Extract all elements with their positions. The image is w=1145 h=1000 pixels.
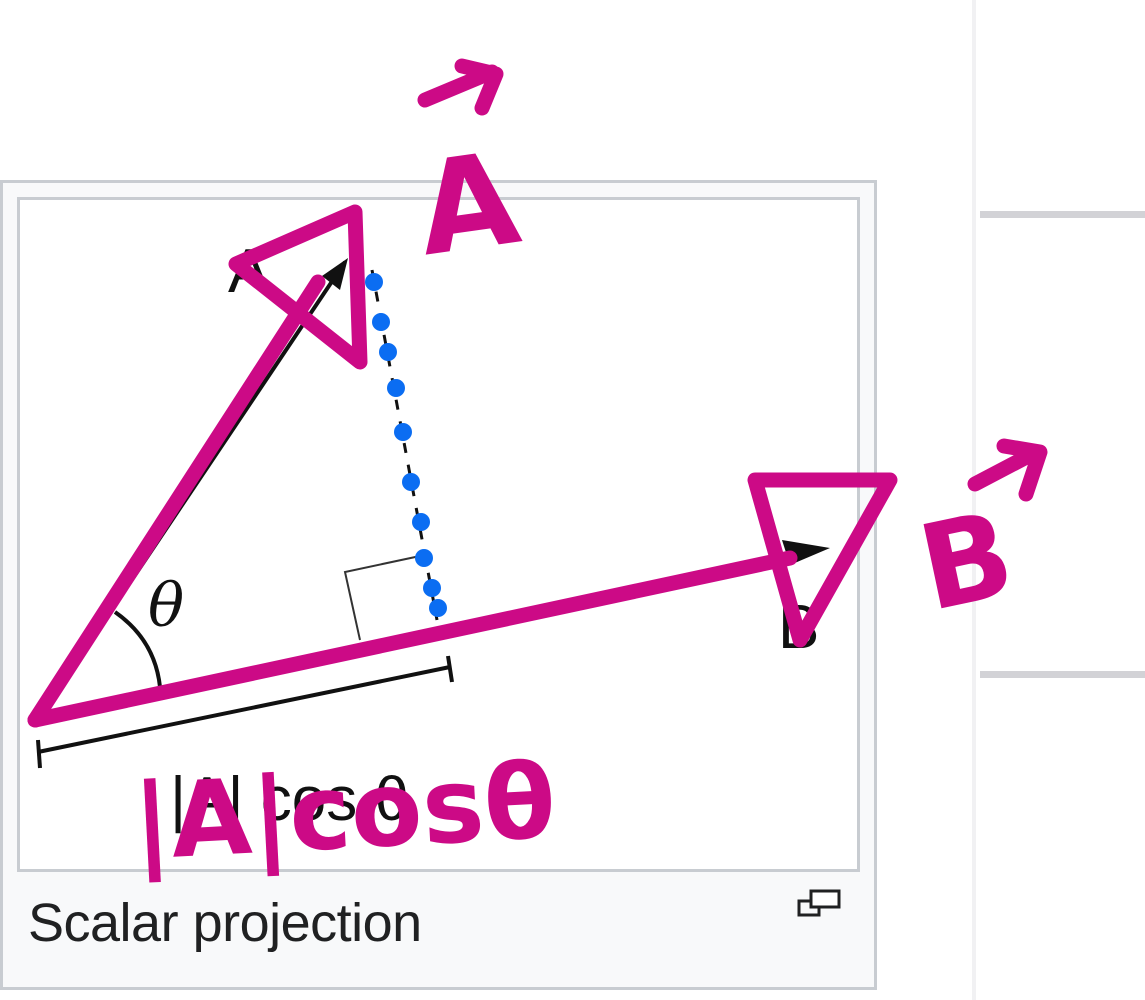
annotation-vector-a (27, 274, 326, 728)
annotation-label-a: A (409, 124, 528, 285)
magnify-clip-icon[interactable] (797, 887, 843, 923)
annotation-projection-label: |A|cosθ (130, 740, 559, 884)
measure-tick-left (36, 739, 42, 769)
annotation-vector-b (27, 550, 798, 728)
angle-arc (113, 610, 162, 688)
annotation-label-b: B (908, 484, 1025, 638)
right-angle-marker (343, 555, 421, 641)
perpendicular-line (370, 269, 439, 621)
handdrawn-annotations (27, 58, 1048, 728)
annotation-arrowhead-a (228, 204, 368, 370)
figure-caption: Scalar projection (28, 893, 422, 953)
measure-tick-right (446, 655, 454, 683)
annotation-arrowhead-b (747, 472, 898, 648)
annotation-vector-arrow-b (967, 438, 1048, 502)
projection-measure-line (37, 665, 451, 754)
vector-a-arrowhead (322, 258, 348, 290)
right-panel (972, 0, 1145, 1000)
blue-dotted-line (365, 273, 447, 617)
label-projection: |A| cos θ (170, 765, 409, 834)
label-theta: θ (148, 571, 184, 641)
divider-bottom (980, 671, 1145, 678)
annotation-vector-arrow-a (417, 58, 504, 116)
divider-top (980, 211, 1145, 218)
